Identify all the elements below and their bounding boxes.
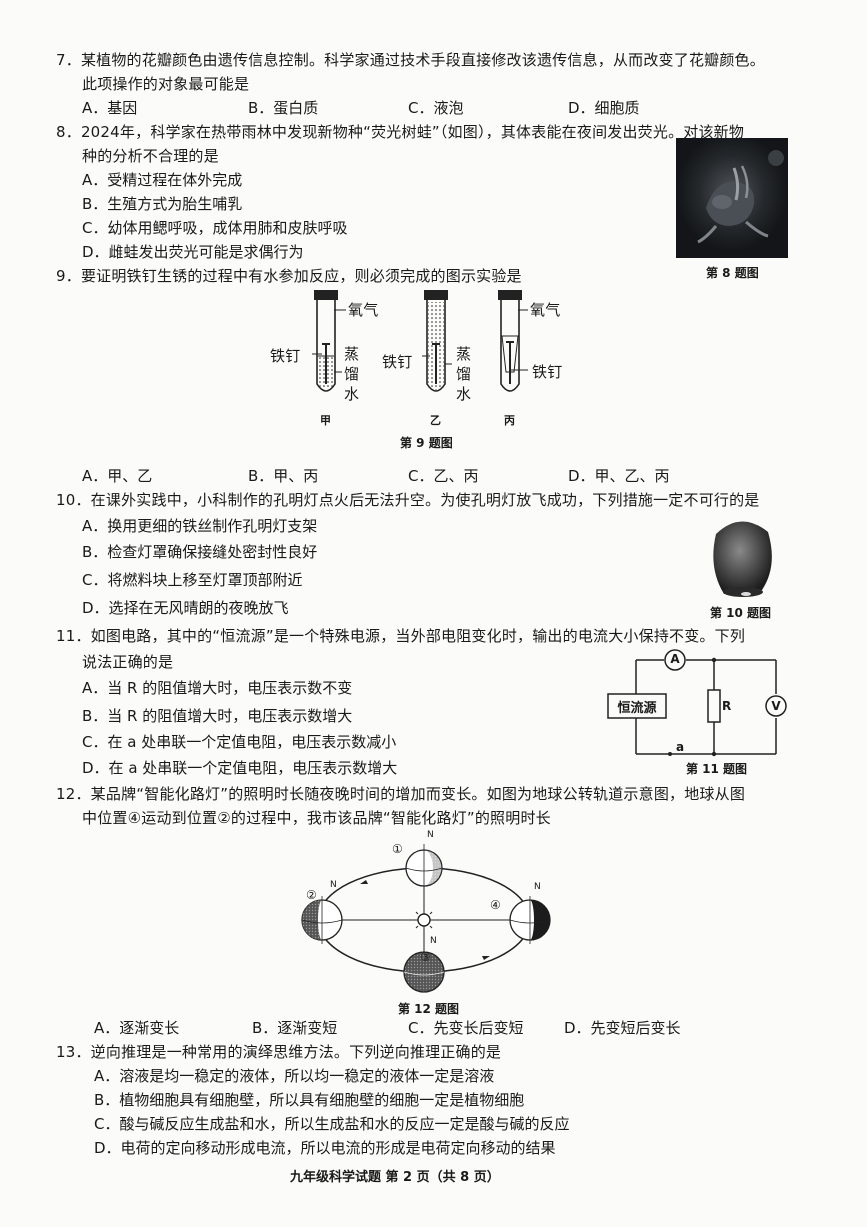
- q12-option-d[interactable]: D．先变短后变长: [564, 1019, 681, 1037]
- label-jia: 甲: [320, 414, 331, 427]
- q9-stem: 9．要证明铁钉生锈的过程中有水参加反应，则必须完成的图示实验是: [56, 267, 522, 285]
- orbit-position-2: ②: [306, 888, 317, 902]
- q12-stem-line2: 中位置④运动到位置②的过程中，我市该品牌“智能化路灯”的照明时长: [82, 809, 551, 827]
- q9-figure-caption: 第 9 题图: [400, 436, 453, 450]
- label-water-yi-2: 馏: [456, 365, 472, 383]
- north-label-1: N: [427, 830, 434, 840]
- point-a-label: a: [676, 740, 685, 754]
- label-water-jia-2: 馏: [344, 365, 360, 383]
- current-source-label: 恒流源: [617, 701, 657, 716]
- tube-yi: [422, 290, 452, 392]
- frog-photo: [676, 138, 788, 258]
- q12-figure-caption: 第 12 题图: [398, 1002, 460, 1016]
- q7-stem-line1: 7．某植物的花瓣颜色由遗传信息控制。科学家通过技术手段直接修改该遗传信息，从而改…: [56, 51, 765, 69]
- q13-option-a[interactable]: A．溶液是均一稳定的液体，所以均一稳定的液体一定是溶液: [94, 1067, 495, 1085]
- label-nail-jia: 铁钉: [270, 347, 301, 365]
- q9-test-tubes-diagram: [262, 284, 582, 424]
- label-nail-bing: 铁钉: [532, 363, 563, 381]
- q10-option-d[interactable]: D．选择在无风晴朗的夜晚放飞: [82, 599, 289, 617]
- orbit-position-4: ④: [490, 898, 501, 912]
- q7-option-b[interactable]: B．蛋白质: [248, 99, 319, 117]
- q11-circuit-diagram: [600, 648, 796, 760]
- q8-option-d[interactable]: D．雌蛙发出荧光可能是求偶行为: [82, 243, 304, 261]
- q9-option-c[interactable]: C．乙、丙: [408, 467, 479, 485]
- q10-option-c[interactable]: C．将燃料块上移至灯罩顶部附近: [82, 571, 303, 589]
- q10-option-b[interactable]: B．检查灯罩确保接缝处密封性良好: [82, 543, 318, 561]
- label-water-yi-3: 水: [456, 385, 472, 403]
- q13-option-b[interactable]: B．植物细胞具有细胞壁，所以具有细胞壁的细胞一定是植物细胞: [94, 1091, 525, 1109]
- q10-stem: 10．在课外实践中，小科制作的孔明灯点火后无法升空。为使孔明灯放飞成功，下列措施…: [56, 491, 760, 509]
- q7-option-c[interactable]: C．液泡: [408, 99, 464, 117]
- page-footer: 九年级科学试题 第 2 页（共 8 页）: [290, 1170, 500, 1185]
- q11-figure-caption: 第 11 题图: [686, 762, 748, 776]
- q7-stem-line2: 此项操作的对象最可能是: [82, 75, 250, 93]
- q12-option-a[interactable]: A．逐渐变长: [94, 1019, 180, 1037]
- earth-orbit-diagram: [296, 828, 566, 1000]
- label-oxygen-jia: 氧气: [348, 301, 379, 319]
- q8-option-b[interactable]: B．生殖方式为胎生哺乳: [82, 195, 243, 213]
- q13-option-d[interactable]: D．电荷的定向移动形成电流，所以电流的形成是电荷定向移动的结果: [94, 1139, 556, 1157]
- q9-option-b[interactable]: B．甲、丙: [248, 467, 319, 485]
- q8-option-a[interactable]: A．受精过程在体外完成: [82, 171, 243, 189]
- sky-lantern-photo: [706, 516, 776, 602]
- q12-stem-line1: 12．某品牌“智能化路灯”的照明时长随夜晚时间的增加而变长。如图为地球公转轨道示…: [56, 785, 746, 803]
- q13-option-c[interactable]: C．酸与碱反应生成盐和水，所以生成盐和水的反应一定是酸与碱的反应: [94, 1115, 570, 1133]
- q9-option-a[interactable]: A．甲、乙: [82, 467, 153, 485]
- q12-option-b[interactable]: B．逐渐变短: [252, 1019, 338, 1037]
- q11-stem-line1: 11．如图电路，其中的“恒流源”是一个特殊电源，当外部电阻变化时，输出的电流大小…: [56, 627, 746, 645]
- q8-stem-line2: 种的分析不合理的是: [82, 147, 219, 165]
- orbit-position-3: ③: [420, 950, 431, 964]
- resistor-label: R: [722, 699, 732, 713]
- label-water-yi-1: 蒸: [456, 345, 472, 363]
- q10-figure-caption: 第 10 题图: [710, 606, 772, 620]
- q8-stem-line1: 8．2024年，科学家在热带雨林中发现新物种“荧光树蛙”（如图），其体表能在夜间…: [56, 123, 745, 141]
- q11-stem-line2: 说法正确的是: [82, 653, 174, 671]
- q11-option-b[interactable]: B．当 R 的阻值增大时，电压表示数增大: [82, 707, 353, 725]
- q8-figure-caption: 第 8 题图: [706, 266, 759, 280]
- q8-option-c[interactable]: C．幼体用鳃呼吸，成体用肺和皮肤呼吸: [82, 219, 348, 237]
- q7-option-d[interactable]: D．细胞质: [568, 99, 640, 117]
- label-water-jia-3: 水: [344, 385, 360, 403]
- label-yi: 乙: [430, 414, 441, 427]
- q13-stem: 13．逆向推理是一种常用的演绎思维方法。下列逆向推理正确的是: [56, 1043, 502, 1061]
- q7-option-a[interactable]: A．基因: [82, 99, 138, 117]
- label-water-jia-1: 蒸: [344, 345, 360, 363]
- tube-bing: [498, 290, 528, 392]
- ammeter-label: A: [670, 652, 680, 666]
- north-label-4: N: [534, 882, 541, 892]
- q10-option-a[interactable]: A．换用更细的铁丝制作孔明灯支架: [82, 517, 318, 535]
- north-label-3: N: [430, 936, 437, 946]
- label-oxygen-bing: 氧气: [530, 301, 561, 319]
- tube-jia: [312, 290, 346, 392]
- label-nail-yi: 铁钉: [382, 353, 413, 371]
- orbit-position-1: ①: [392, 842, 403, 856]
- q11-option-c[interactable]: C．在 a 处串联一个定值电阻，电压表示数减小: [82, 733, 397, 751]
- label-bing: 丙: [504, 414, 515, 427]
- q12-option-c[interactable]: C．先变长后变短: [408, 1019, 524, 1037]
- north-label-2: N: [330, 880, 337, 890]
- q11-option-d[interactable]: D．在 a 处串联一个定值电阻，电压表示数增大: [82, 759, 398, 777]
- q11-option-a[interactable]: A．当 R 的阻值增大时，电压表示数不变: [82, 679, 353, 697]
- voltmeter-label: V: [771, 699, 781, 713]
- q9-option-d[interactable]: D．甲、乙、丙: [568, 467, 670, 485]
